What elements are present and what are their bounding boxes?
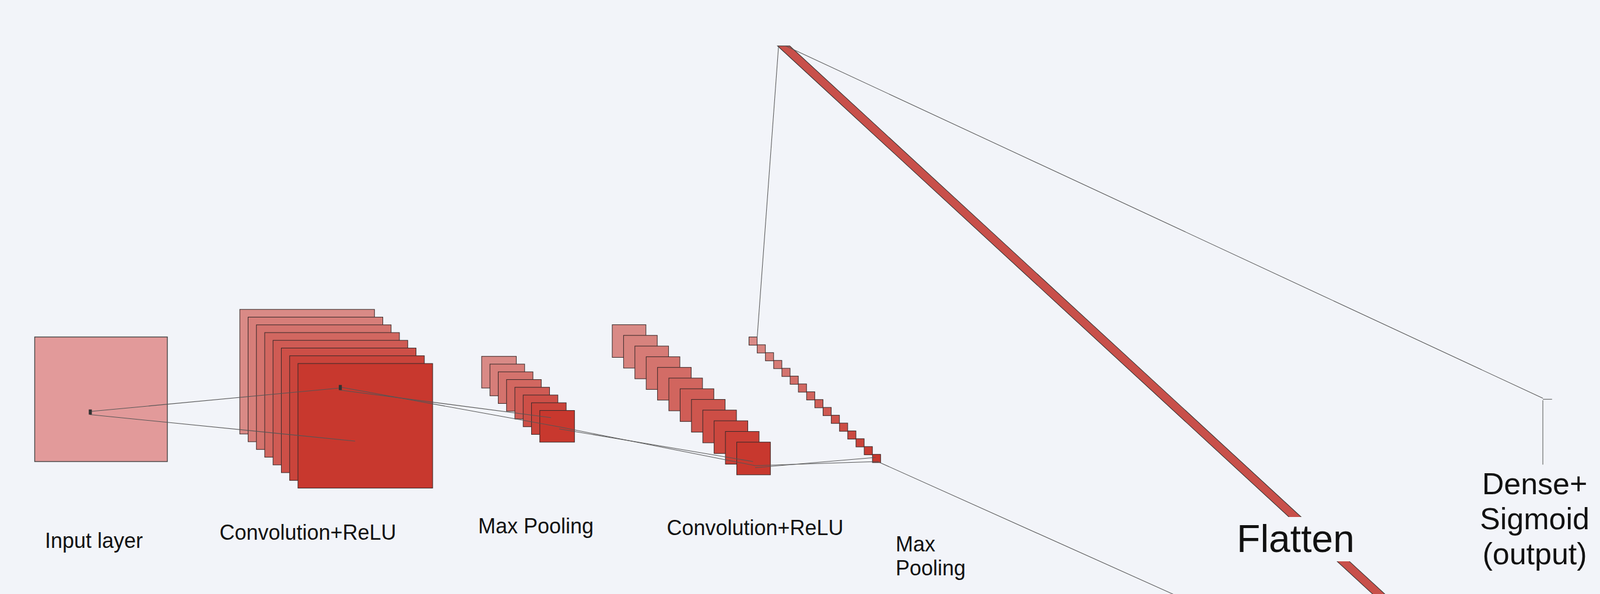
projection-line xyxy=(786,46,1544,399)
projection-lines xyxy=(89,46,1553,594)
projection-line xyxy=(89,387,340,412)
feature-map xyxy=(737,441,771,475)
conv2-stack xyxy=(612,324,771,475)
layer-label: Input layer xyxy=(44,528,143,553)
projection-line xyxy=(339,386,560,427)
projection-line xyxy=(559,426,756,466)
projection-line xyxy=(89,414,356,442)
feature-map xyxy=(765,352,774,361)
layer-title: Flatten xyxy=(1232,516,1360,561)
kernel-marker xyxy=(338,384,342,391)
feature-map xyxy=(757,344,766,353)
feature-map xyxy=(847,430,856,440)
layer-label: Max Pooling xyxy=(895,531,984,581)
projection-line xyxy=(559,428,754,462)
feature-map xyxy=(839,422,848,431)
projection-line xyxy=(1542,400,1543,465)
layer-label: Dense+ Sigmoid (output) xyxy=(1474,466,1596,571)
pool2-stack xyxy=(749,337,882,463)
projection-line xyxy=(755,461,878,466)
layer-label: Max Pooling xyxy=(478,513,594,538)
feature-map xyxy=(798,383,807,392)
feature-map xyxy=(864,446,873,455)
kernel-marker xyxy=(88,409,92,415)
projection-line xyxy=(755,457,876,468)
feature-map xyxy=(806,391,815,400)
input-square xyxy=(34,337,168,462)
projection-line xyxy=(757,46,780,339)
feature-map xyxy=(823,406,832,416)
layer-label: Convolution+ReLU xyxy=(666,515,844,540)
feature-map xyxy=(814,399,823,408)
feature-map xyxy=(855,438,865,447)
feature-map xyxy=(297,363,433,489)
projection-line xyxy=(877,461,1215,594)
feature-map xyxy=(773,360,782,369)
feature-map xyxy=(790,376,799,385)
illustration-group xyxy=(34,46,1553,594)
feature-map xyxy=(781,367,791,377)
projection-line xyxy=(339,390,552,418)
flatten-bar xyxy=(777,46,1406,594)
feature-map xyxy=(749,337,758,346)
projection-line xyxy=(1542,398,1553,400)
layer-label: Convolution+ReLU xyxy=(219,520,396,545)
feature-map xyxy=(831,415,840,424)
